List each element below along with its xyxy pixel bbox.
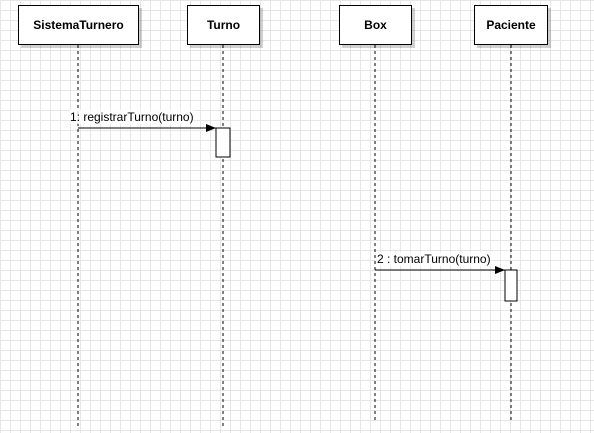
participant-box[interactable]: Box <box>339 5 412 45</box>
participant-paciente[interactable]: Paciente <box>474 5 548 45</box>
participant-sistematurnero[interactable]: SistemaTurnero <box>18 5 139 45</box>
activation-paciente[interactable] <box>504 269 518 302</box>
activation-turno[interactable] <box>215 127 231 158</box>
message-label-tomar-turno[interactable]: 2 : tomarTurno(turno) <box>377 252 491 266</box>
participant-turno[interactable]: Turno <box>187 5 260 45</box>
message-label-registrar-turno[interactable]: 1: registrarTurno(turno) <box>70 110 194 124</box>
